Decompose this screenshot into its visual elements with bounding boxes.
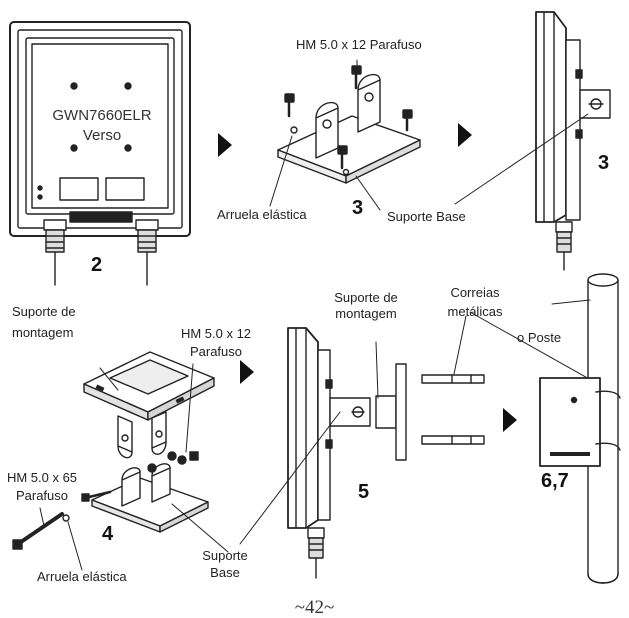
base-bracket-illustration xyxy=(269,59,421,211)
pole-label: o Poste xyxy=(517,330,562,345)
device-with-mount-illustration xyxy=(239,327,407,579)
device-back-illustration xyxy=(9,21,191,286)
arrow-right-icon xyxy=(503,408,517,432)
metal-straps-label: Correias metálicas xyxy=(434,285,516,319)
washer-label-top: Arruela elástica xyxy=(217,207,307,222)
page-number: ~42~ xyxy=(294,597,335,618)
step-number-3: 3 xyxy=(352,197,364,219)
screw-12-label-mid-line1: HM 5.0 x 12 xyxy=(180,326,252,341)
device-model-label: GWN7660ELR Verso xyxy=(40,106,164,146)
mount-bracket-label-mid: Suporte de montagem xyxy=(318,290,414,321)
step-number-4: 4 xyxy=(102,523,114,545)
base-bracket-label-bottom: Suporte Base xyxy=(190,548,260,580)
device-side-name: Verso xyxy=(82,127,122,144)
step-number-3-right: 3 xyxy=(598,152,610,174)
base-bracket-label-top: Suporte Base xyxy=(387,209,466,224)
device-model-name: GWN7660ELR xyxy=(52,107,152,124)
mount-bracket-label-mid-line1: Suporte de xyxy=(334,290,398,305)
step-number-5: 5 xyxy=(358,481,370,503)
mount-assembly-illustration xyxy=(12,351,229,571)
mount-bracket-label-left-line1: Suporte de xyxy=(12,304,76,319)
screw-65-label: HM 5.0 x 65 Parafuso xyxy=(0,470,84,503)
step-number-6-7: 6,7 xyxy=(541,470,569,492)
base-bracket-label-bottom-line2: Base xyxy=(210,565,240,580)
metal-straps-label-line2: metálicas xyxy=(447,304,503,319)
device-side-with-base-illustration xyxy=(454,11,611,271)
mount-bracket-label-mid-line2: montagem xyxy=(335,306,397,321)
mount-bracket-label-left: Suporte de montagem xyxy=(12,304,76,340)
arrow-right-icon xyxy=(240,360,254,384)
screw-12-label-mid: HM 5.0 x 12 Parafuso xyxy=(168,326,264,359)
screw-12-label-top: HM 5.0 x 12 Parafuso xyxy=(296,37,422,52)
washer-label-bottom: Arruela elástica xyxy=(37,569,127,584)
arrow-right-icon xyxy=(458,123,472,147)
arrow-right-icon xyxy=(218,133,232,157)
step-number-2: 2 xyxy=(91,254,103,276)
mount-bracket-label-left-line2: montagem xyxy=(12,325,74,340)
base-bracket-label-bottom-line1: Suporte xyxy=(202,548,248,563)
screw-12-label-mid-line2: Parafuso xyxy=(189,344,243,359)
metal-straps-label-line1: Correias xyxy=(450,285,500,300)
pole-mounted-illustration xyxy=(539,273,621,584)
screw-65-label-line2: Parafuso xyxy=(15,488,69,503)
screw-65-label-line1: HM 5.0 x 65 xyxy=(6,470,78,485)
